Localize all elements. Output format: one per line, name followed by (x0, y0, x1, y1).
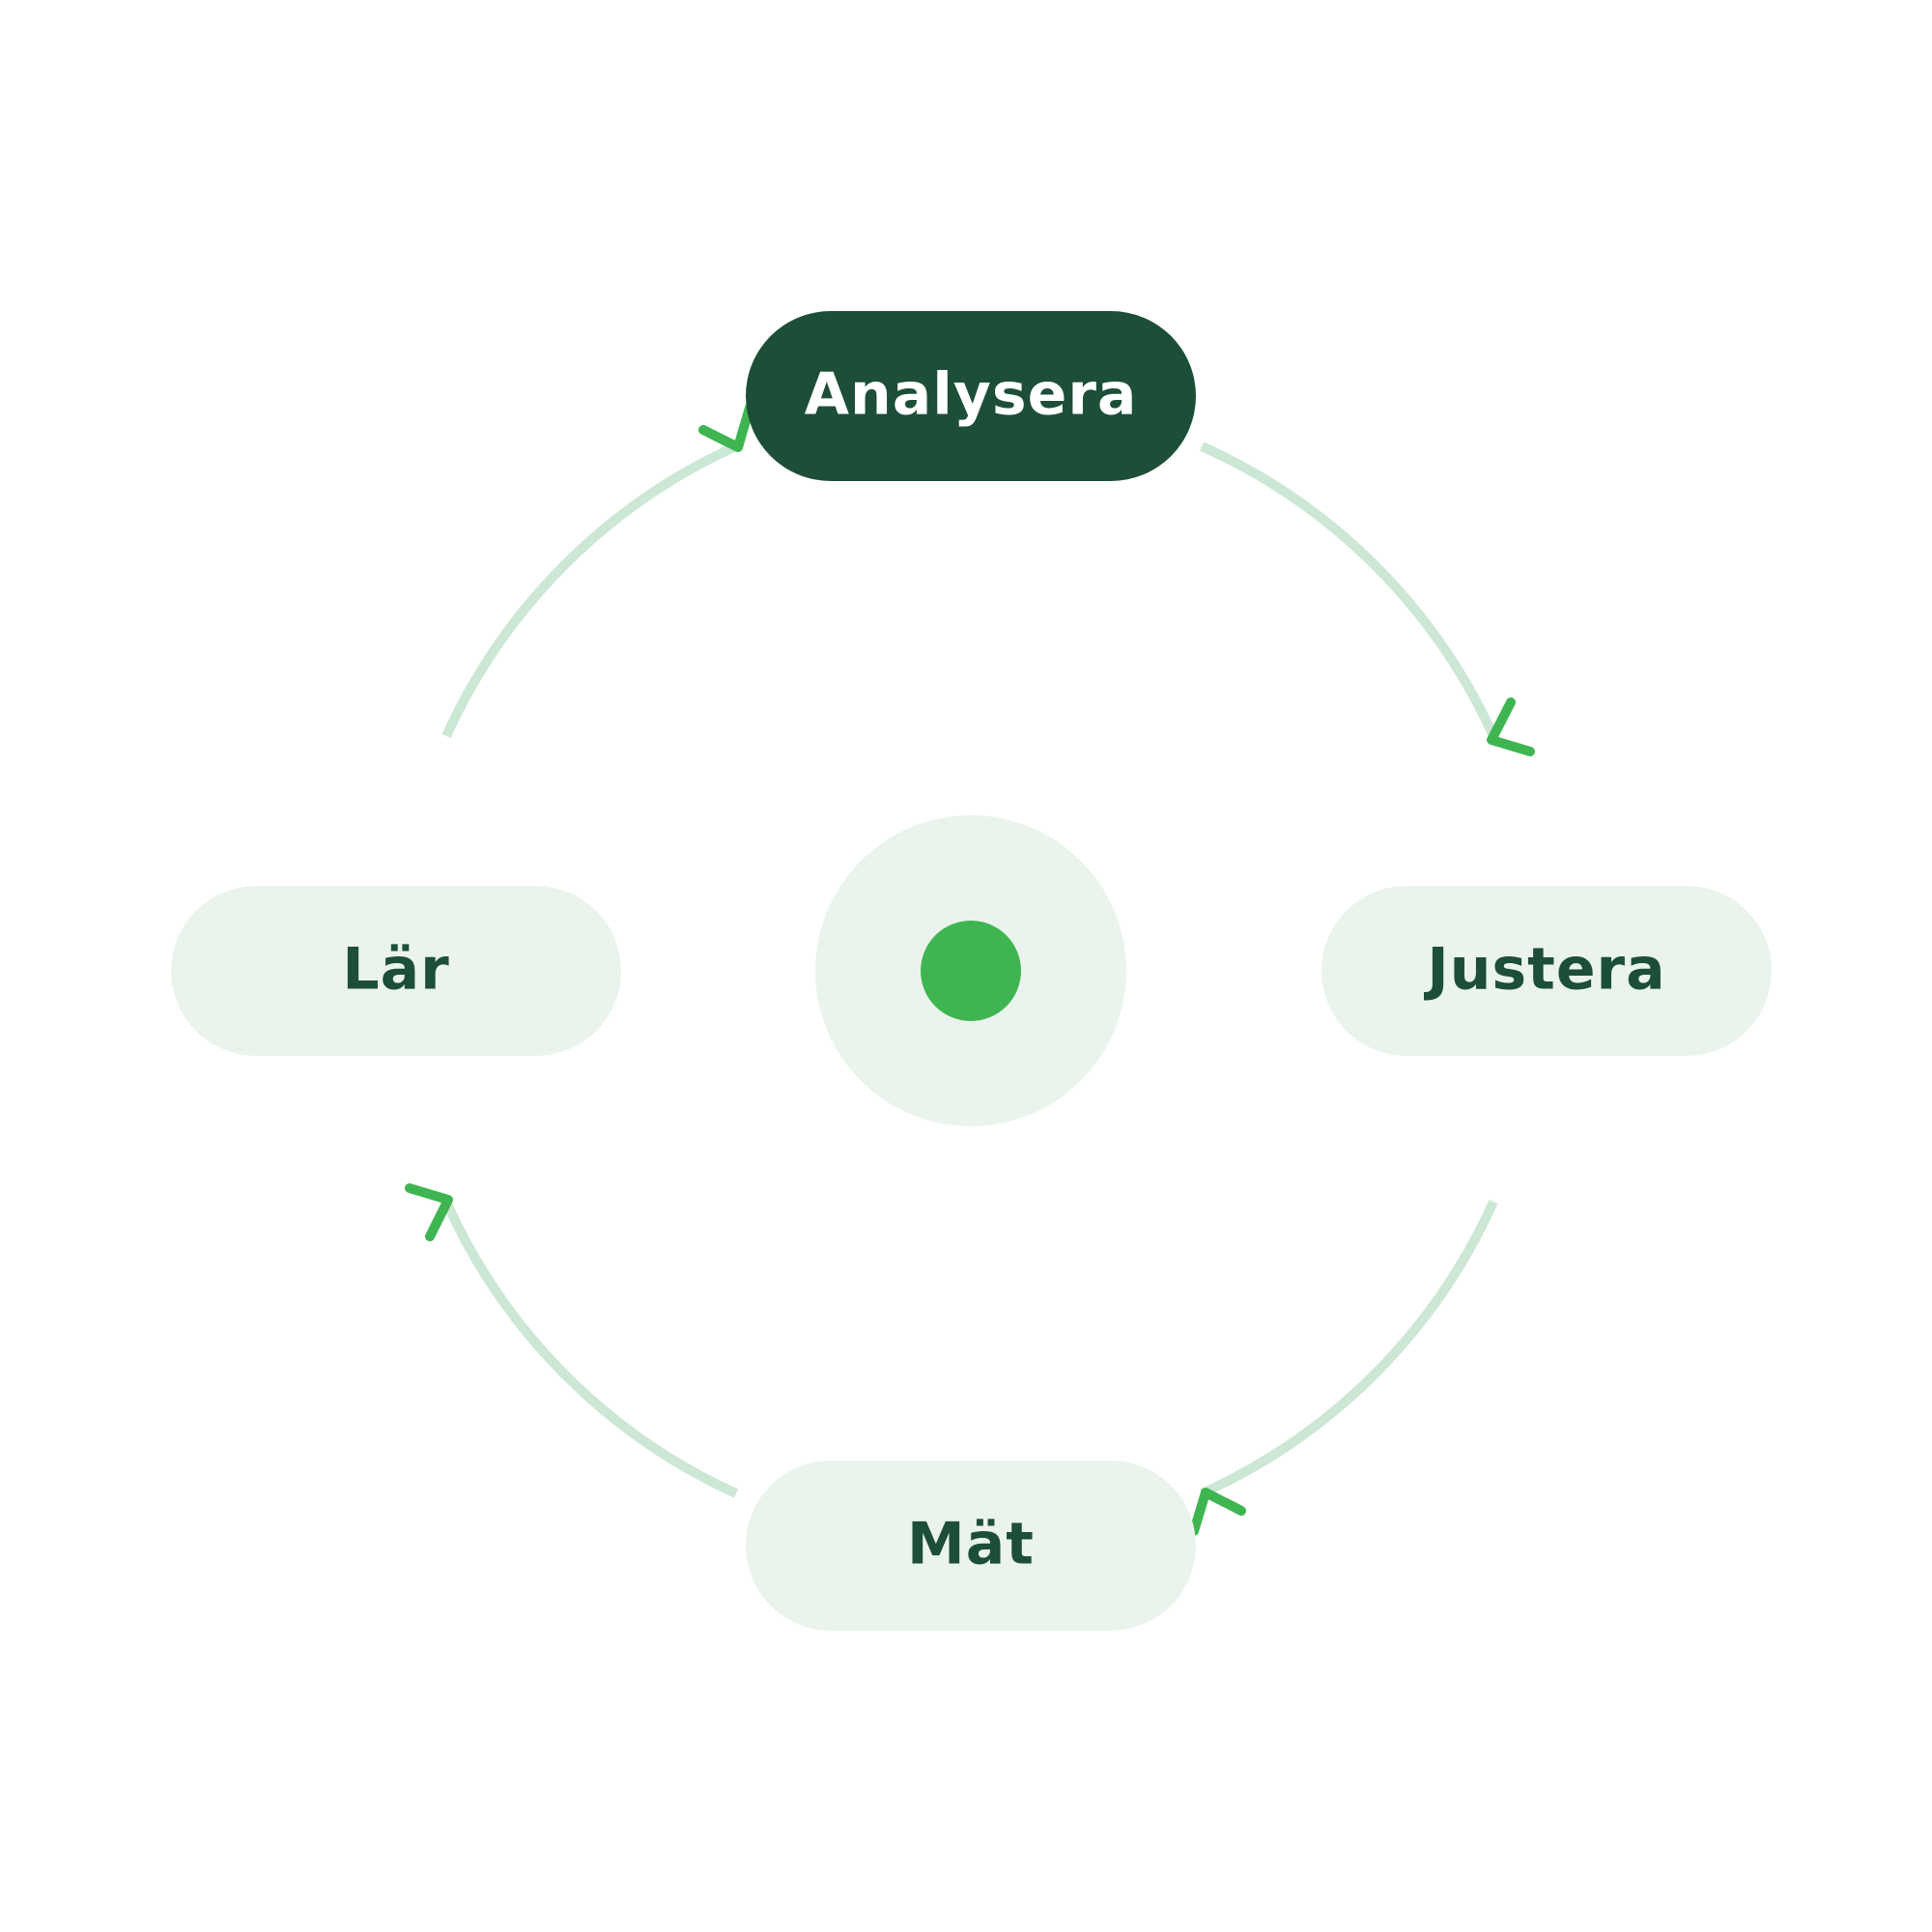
chevron-arrow-icon (1189, 1488, 1246, 1536)
chevron-arrow-icon (405, 1183, 453, 1241)
node-lar-pill (171, 886, 621, 1056)
node-lar-label: Lär (342, 936, 449, 1004)
node-justera[interactable]: Justera (1321, 886, 1772, 1056)
node-mat[interactable]: Mät (746, 1461, 1196, 1631)
node-mat-pill (746, 1461, 1196, 1631)
arc-analysera-to-justera (1199, 441, 1498, 739)
node-mat-label: Mät (907, 1511, 1035, 1578)
node-analysera-pill (746, 311, 1196, 481)
chevron-arrow-icon (698, 403, 754, 452)
node-justera-label: Justera (1423, 936, 1665, 1004)
node-lar[interactable]: Lär (171, 886, 621, 1056)
center-dot (921, 921, 1021, 1021)
node-analysera[interactable]: Analysera (746, 311, 1196, 481)
arc-mat-to-lar (441, 1199, 739, 1498)
node-analysera-label: Analysera (805, 361, 1138, 429)
node-justera-pill (1321, 886, 1772, 1056)
arc-lar-to-analysera (441, 441, 739, 739)
arc-justera-to-mat (1199, 1199, 1498, 1498)
chevron-arrow-icon (1487, 697, 1535, 756)
